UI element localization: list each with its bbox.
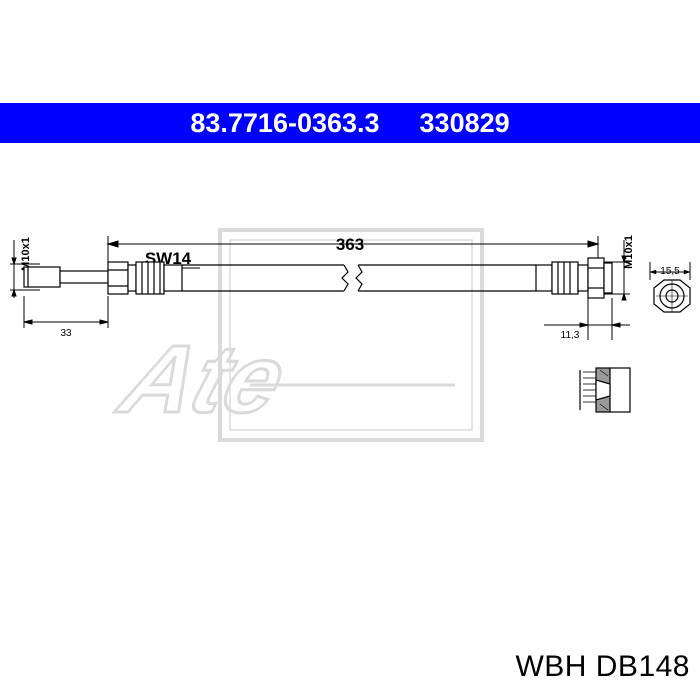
section-detail — [579, 367, 631, 413]
end-diameter-label: 15,5 — [660, 266, 680, 277]
left-thread-dimension — [10, 240, 40, 298]
reference-number: 330829 — [419, 107, 510, 138]
end-view — [649, 262, 691, 313]
left-fitting — [23, 261, 183, 295]
length-label: 363 — [336, 235, 364, 254]
right-fitting-label: 11,3 — [561, 330, 580, 341]
right-fitting — [535, 257, 613, 299]
part-number: 83.7716-0363.3 — [190, 107, 380, 138]
left-fitting-label: 33 — [60, 328, 72, 339]
right-fitting-dimension — [544, 298, 630, 340]
left-fitting-dimension — [23, 296, 109, 328]
header-bar: 83.7716-0363.3 330829 — [0, 103, 700, 143]
right-thread-dimension — [604, 240, 630, 301]
watermark-text: Ate — [107, 325, 299, 432]
footer-part-reference: WBH DB148 — [515, 650, 690, 683]
hose-body — [182, 264, 536, 292]
right-thread-label: M10x1 — [623, 235, 635, 269]
left-thread-label: M10x1 — [20, 237, 32, 271]
